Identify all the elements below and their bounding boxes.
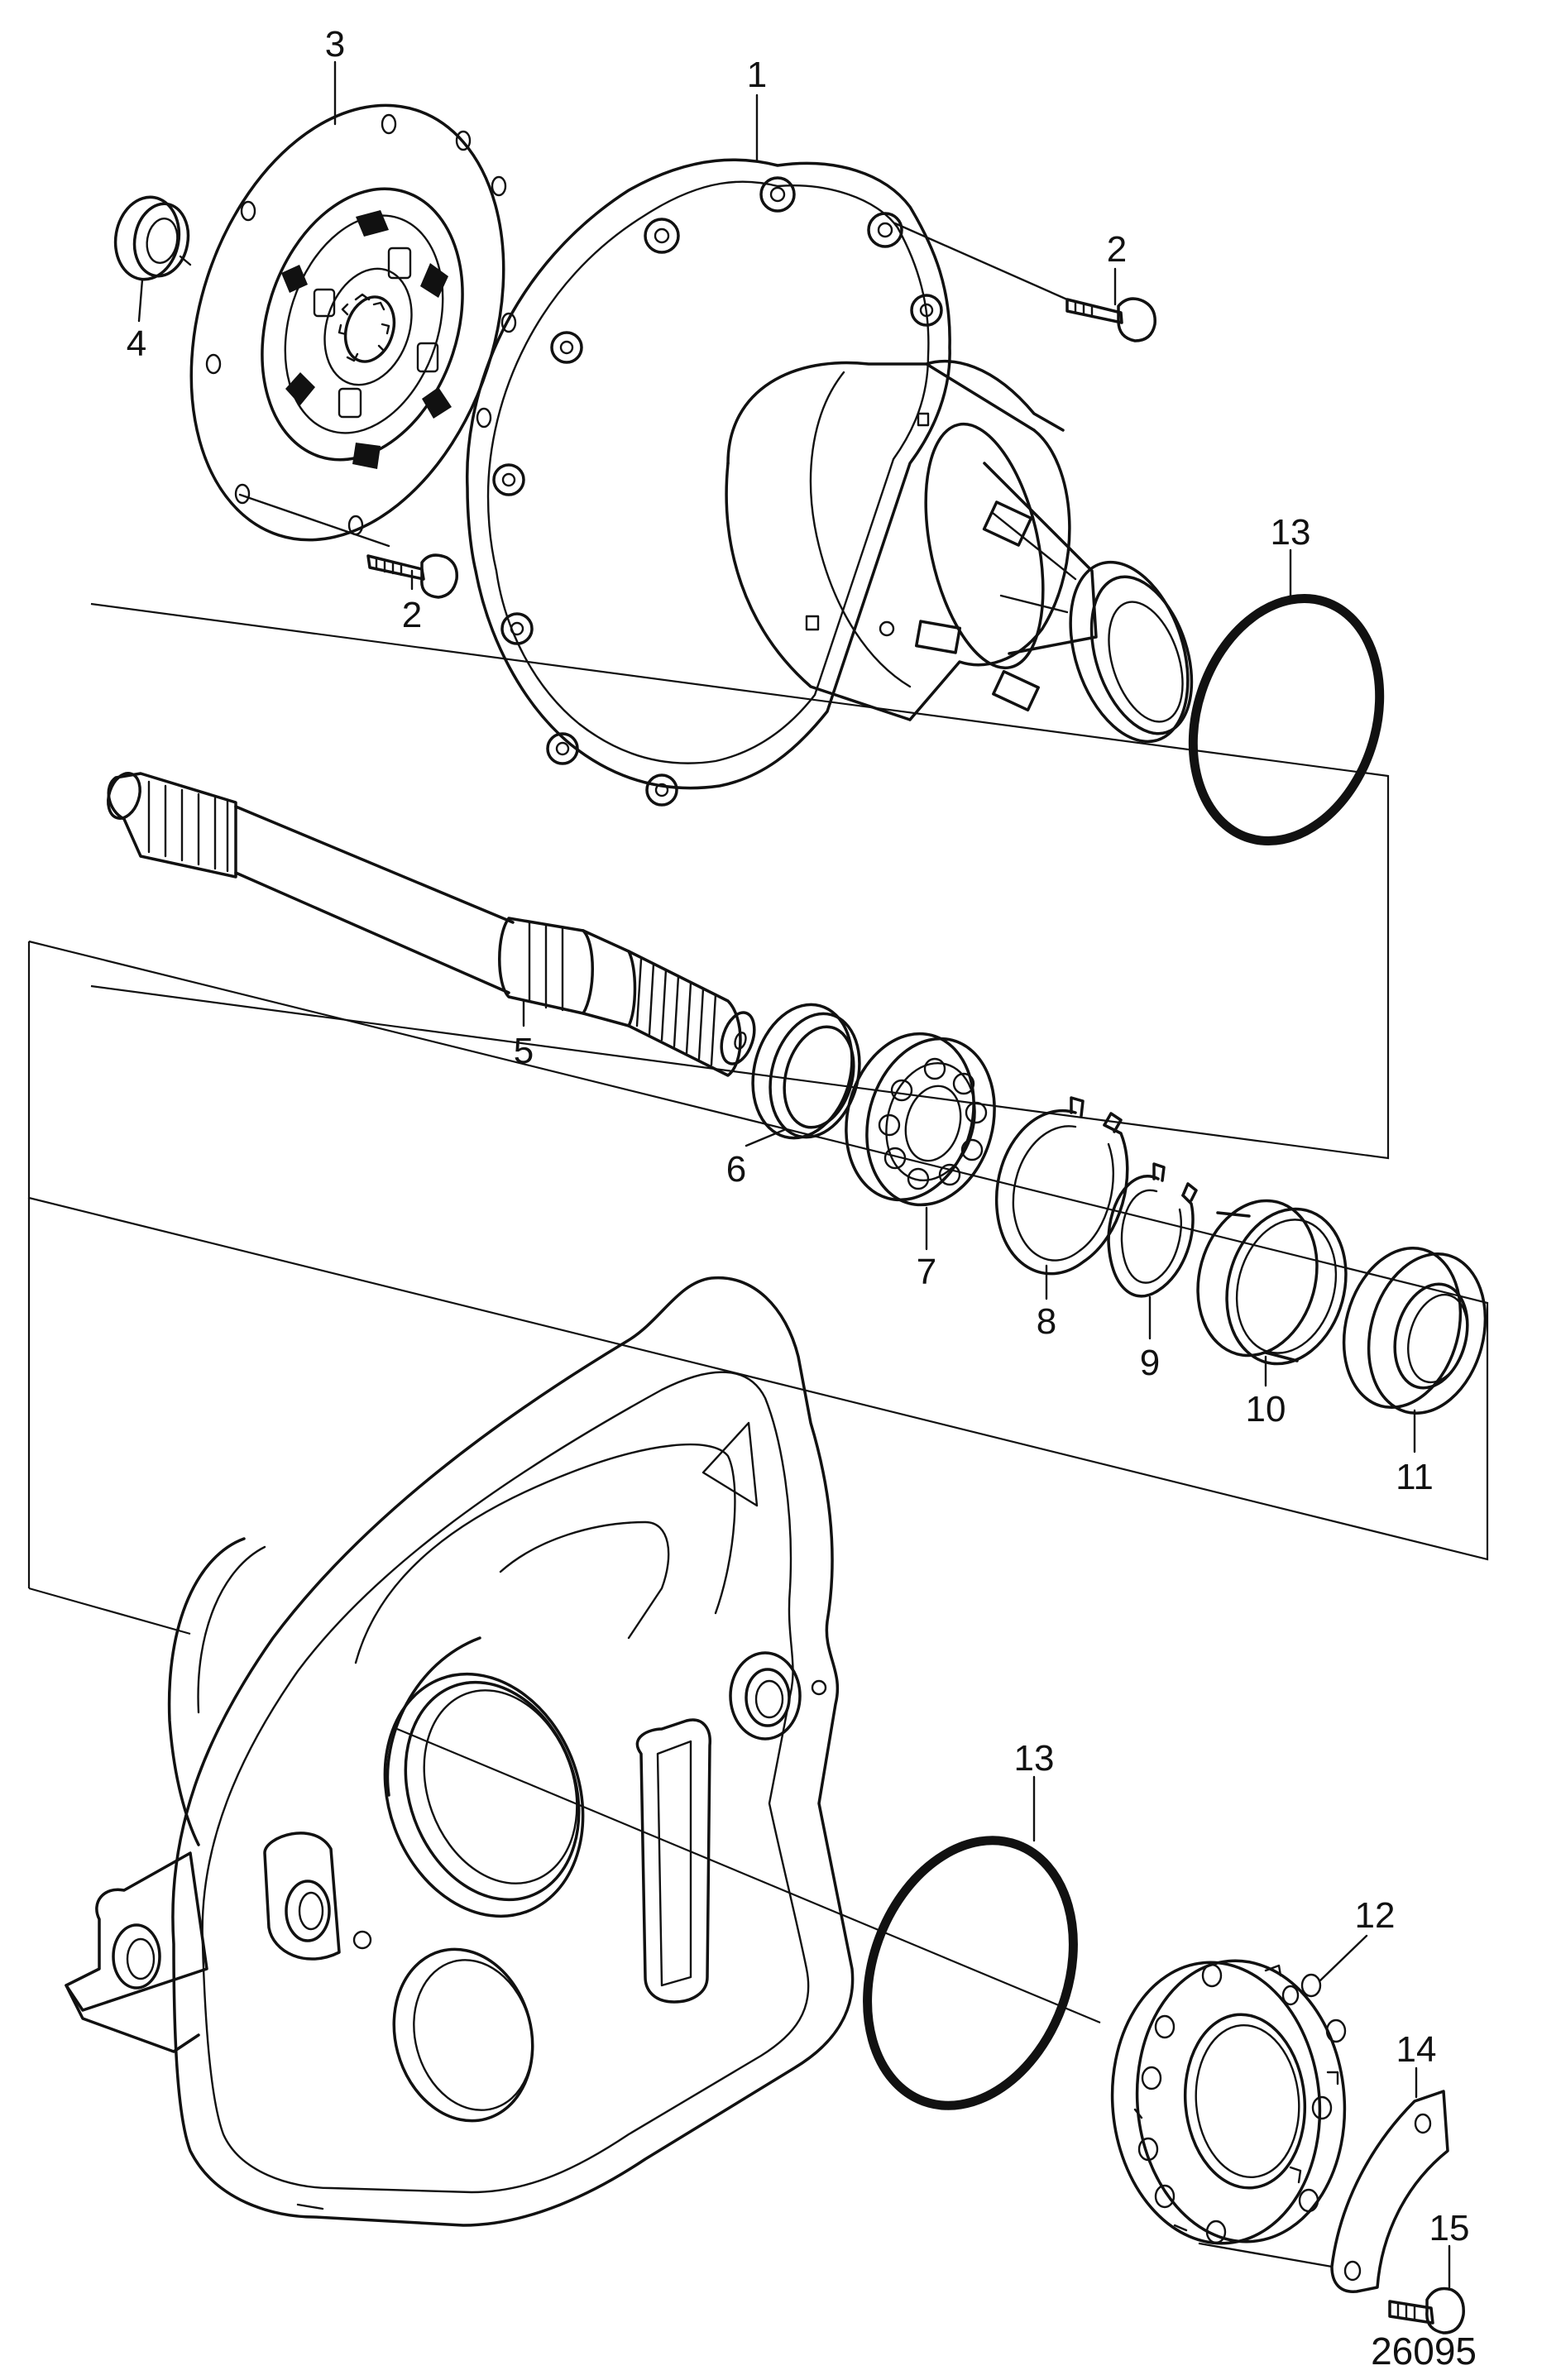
callout-12: 12 — [1355, 1895, 1396, 1936]
part-14-lock-plate — [1330, 2090, 1449, 2293]
part-9-circlip — [1107, 1162, 1198, 1298]
part-6-seal-ring — [751, 1003, 861, 1140]
part-13-o-ring-lower — [863, 1836, 1078, 2110]
callout-14: 14 — [1396, 2029, 1437, 2070]
callout-5: 5 — [514, 1031, 534, 1071]
callout-15: 15 — [1429, 2208, 1470, 2248]
assembly-guide-lines — [27, 602, 1489, 2024]
callout-11: 11 — [1396, 1457, 1434, 1497]
callout-9: 9 — [1140, 1343, 1160, 1383]
callout-7: 7 — [917, 1252, 936, 1292]
callout-6: 6 — [726, 1149, 746, 1190]
part-4-seal — [113, 195, 192, 281]
figure-number: 26095 — [1371, 2330, 1477, 2373]
part-5-input-shaft — [107, 772, 756, 1077]
callout-10: 10 — [1246, 1389, 1286, 1429]
part-1-bell-housing — [465, 158, 1194, 807]
callout-labels: 1 2 2 3 4 5 6 7 8 9 10 11 12 13 13 14 15 — [127, 24, 1470, 2248]
callout-4: 4 — [127, 323, 146, 364]
callout-13-lower: 13 — [1014, 1738, 1055, 1779]
callout-2-lower: 2 — [402, 595, 422, 635]
part-2-bolt-upper — [893, 222, 1156, 342]
part-2-bolt-lower — [366, 553, 458, 599]
callout-13-upper: 13 — [1271, 512, 1311, 553]
callout-8: 8 — [1037, 1301, 1056, 1342]
callout-2-upper: 2 — [1107, 229, 1127, 270]
part-8-circlip — [994, 1096, 1129, 1276]
part-12-bearing-cover — [1110, 1959, 1347, 2268]
gearbox-housing — [65, 1276, 855, 2227]
callout-1: 1 — [747, 55, 767, 95]
part-10-sleeve — [1196, 1199, 1348, 1366]
part-15-bolt — [1388, 2287, 1465, 2335]
part-7-ball-bearing — [845, 1032, 996, 1207]
part-13-o-ring-upper — [1188, 593, 1385, 846]
callout-3: 3 — [325, 24, 345, 65]
part-11-oil-seal — [1342, 1246, 1487, 1415]
part-3-damper-plate — [189, 103, 517, 548]
callout-leaders — [137, 60, 1451, 2289]
